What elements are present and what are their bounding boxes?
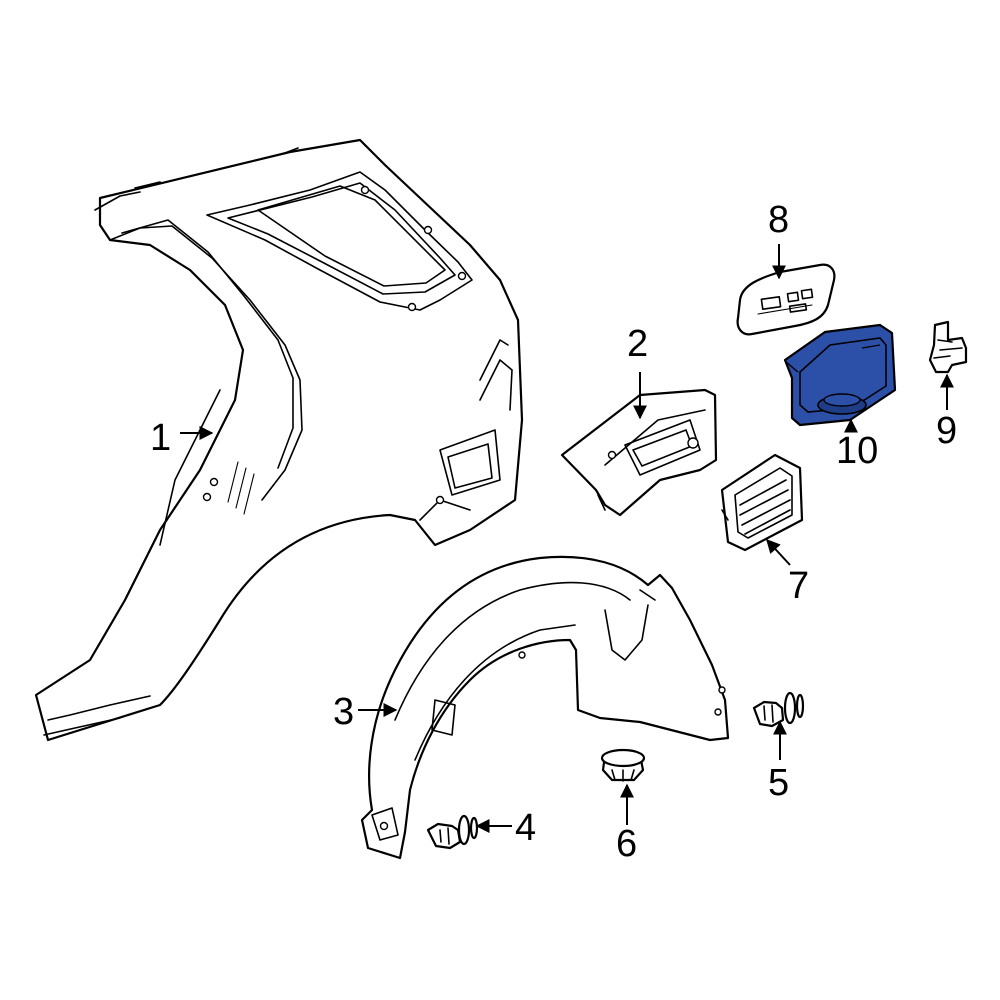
push-clip-2[interactable]	[752, 691, 805, 728]
leader-lines	[180, 244, 954, 833]
callout-8: 8	[768, 199, 789, 241]
quarter-panel[interactable]	[34, 138, 524, 742]
vent-grille[interactable]	[720, 453, 804, 552]
callout-2: 2	[627, 323, 648, 365]
leader-7	[766, 538, 791, 566]
cap-nut[interactable]	[600, 748, 646, 782]
callout-9: 9	[936, 410, 957, 452]
inner-bracket[interactable]	[560, 388, 718, 517]
retainer-clip[interactable]	[928, 320, 968, 374]
callout-4: 4	[515, 807, 536, 849]
callout-7: 7	[788, 565, 809, 607]
fuel-door-label[interactable]	[736, 263, 836, 336]
callout-5: 5	[768, 762, 789, 804]
fuel-door-housing[interactable]	[783, 323, 897, 427]
callout-1: 1	[150, 417, 171, 459]
callout-labels: 1 2 3 4 5 6 7 8 9 10	[150, 199, 957, 865]
wheel-liner[interactable]	[360, 555, 730, 860]
callout-3: 3	[333, 691, 354, 733]
callout-6: 6	[616, 823, 637, 865]
callout-10: 10	[836, 430, 878, 472]
push-clip[interactable]	[426, 814, 479, 850]
